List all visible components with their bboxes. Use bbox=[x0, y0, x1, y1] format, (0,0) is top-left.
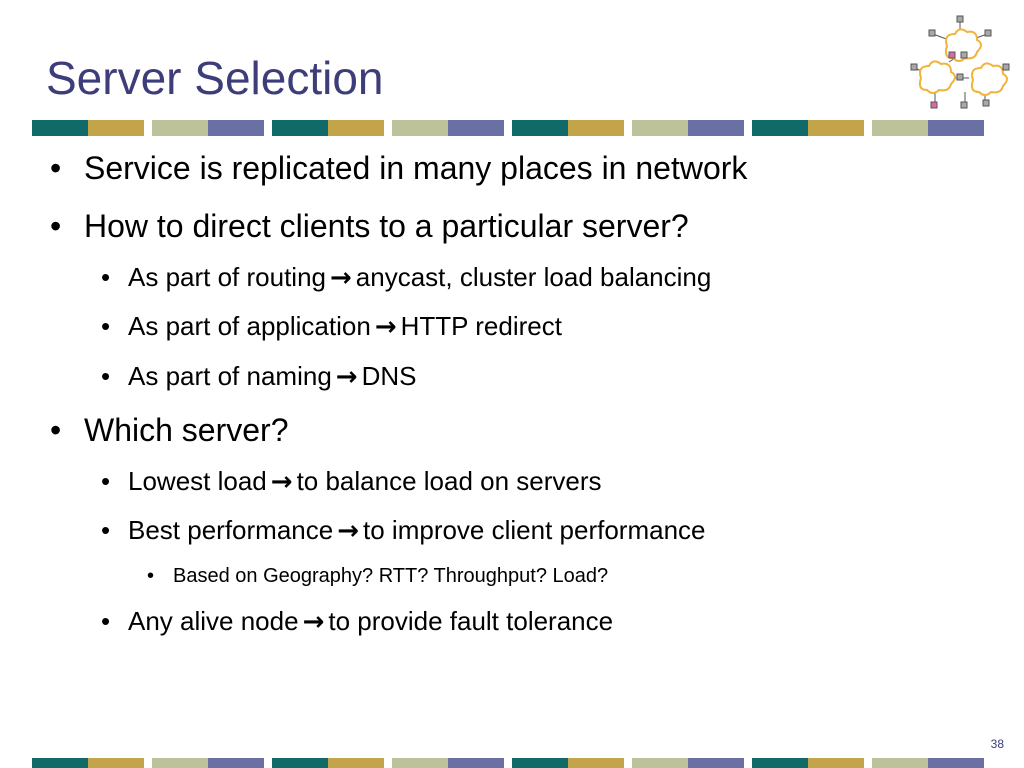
header-color-stripe bbox=[32, 120, 984, 136]
stripe-gap bbox=[864, 120, 872, 136]
bullet-dot: • bbox=[50, 208, 62, 244]
arrow-right-icon: → bbox=[374, 312, 397, 342]
bullet-text: As part of application bbox=[128, 311, 371, 341]
stripe-gap bbox=[384, 120, 392, 136]
stripe-segment bbox=[208, 758, 264, 768]
bullet-item: • How to direct clients to a particular … bbox=[50, 208, 689, 244]
bullet-text: Lowest load bbox=[128, 466, 267, 496]
stripe-segment bbox=[328, 120, 384, 136]
slide-title: Server Selection bbox=[46, 52, 384, 104]
bullet-text: anycast, cluster load balancing bbox=[355, 262, 712, 292]
stripe-segment bbox=[32, 120, 88, 136]
bullet-item: • Service is replicated in many places i… bbox=[50, 150, 747, 186]
bullet-text: to provide fault tolerance bbox=[328, 606, 614, 636]
stripe-gap bbox=[744, 120, 752, 136]
bullet-text: Best performance bbox=[128, 515, 334, 545]
bullet-text: Any alive node bbox=[128, 606, 299, 636]
stripe-segment bbox=[928, 758, 984, 768]
stripe-gap bbox=[624, 758, 632, 768]
sub-bullet-item: • Any alive node→to provide fault tolera… bbox=[101, 606, 613, 637]
bullet-dot: • bbox=[101, 262, 111, 292]
stripe-segment bbox=[688, 120, 744, 136]
bullet-text: As part of naming bbox=[128, 361, 332, 391]
stripe-segment bbox=[688, 758, 744, 768]
bullet-text: As part of routing bbox=[128, 262, 326, 292]
arrow-right-icon: → bbox=[302, 607, 325, 637]
page-number: 38 bbox=[990, 737, 1004, 751]
stripe-gap bbox=[384, 758, 392, 768]
stripe-gap bbox=[504, 120, 512, 136]
stripe-segment bbox=[152, 758, 208, 768]
stripe-gap bbox=[504, 758, 512, 768]
stripe-segment bbox=[808, 758, 864, 768]
stripe-segment bbox=[88, 120, 144, 136]
sub-bullet-item: • Lowest load→to balance load on servers bbox=[101, 466, 602, 497]
stripe-segment bbox=[872, 120, 928, 136]
stripe-segment bbox=[392, 758, 448, 768]
bullet-text: Service is replicated in many places in … bbox=[84, 150, 748, 186]
sub-sub-bullet-item: • Based on Geography? RTT? Throughput? L… bbox=[147, 564, 608, 588]
arrow-right-icon: → bbox=[335, 362, 358, 392]
bullet-item: • Which server? bbox=[50, 412, 289, 448]
sub-bullet-item: • As part of routing→anycast, cluster lo… bbox=[101, 262, 711, 293]
stripe-gap bbox=[264, 758, 272, 768]
bullet-dot: • bbox=[50, 412, 62, 448]
bullet-text: to balance load on servers bbox=[296, 466, 602, 496]
stripe-segment bbox=[928, 120, 984, 136]
arrow-right-icon: → bbox=[330, 263, 352, 293]
stripe-segment bbox=[208, 120, 264, 136]
bullet-dot: • bbox=[101, 606, 111, 636]
bullet-text: Based on Geography? RTT? Throughput? Loa… bbox=[173, 565, 609, 587]
stripe-segment bbox=[568, 758, 624, 768]
stripe-segment bbox=[32, 758, 88, 768]
bullet-dot: • bbox=[101, 311, 111, 341]
bullet-dot: • bbox=[50, 150, 62, 186]
stripe-segment bbox=[448, 120, 504, 136]
stripe-segment bbox=[512, 758, 568, 768]
bullet-dot: • bbox=[101, 361, 111, 391]
stripe-segment bbox=[632, 120, 688, 136]
stripe-segment bbox=[752, 758, 808, 768]
stripe-segment bbox=[272, 758, 328, 768]
stripe-segment bbox=[568, 120, 624, 136]
sub-bullet-item: • As part of application→HTTP redirect bbox=[101, 311, 562, 342]
arrow-right-icon: → bbox=[337, 516, 360, 546]
bullet-text: HTTP redirect bbox=[400, 311, 562, 341]
network-clouds-icon bbox=[910, 15, 1010, 109]
arrow-right-icon: → bbox=[270, 467, 293, 497]
stripe-gap bbox=[144, 120, 152, 136]
bullet-text: to improve client performance bbox=[363, 515, 706, 545]
cloud-left bbox=[918, 60, 956, 94]
bullet-dot: • bbox=[147, 565, 155, 587]
stripe-segment bbox=[328, 758, 384, 768]
footer-color-stripe bbox=[32, 758, 984, 768]
bullet-dot: • bbox=[101, 515, 111, 545]
stripe-segment bbox=[512, 120, 568, 136]
stripe-gap bbox=[864, 758, 872, 768]
bullet-text: How to direct clients to a particular se… bbox=[84, 208, 689, 244]
stripe-gap bbox=[144, 758, 152, 768]
bullet-text: DNS bbox=[361, 361, 417, 391]
stripe-segment bbox=[448, 758, 504, 768]
stripe-segment bbox=[272, 120, 328, 136]
stripe-segment bbox=[872, 758, 928, 768]
bullet-text: Which server? bbox=[84, 412, 289, 448]
sub-bullet-item: • As part of naming→DNS bbox=[101, 361, 416, 392]
stripe-segment bbox=[88, 758, 144, 768]
stripe-segment bbox=[152, 120, 208, 136]
stripe-segment bbox=[392, 120, 448, 136]
cloud-right bbox=[970, 62, 1008, 96]
stripe-segment bbox=[808, 120, 864, 136]
stripe-gap bbox=[624, 120, 632, 136]
stripe-gap bbox=[264, 120, 272, 136]
stripe-segment bbox=[632, 758, 688, 768]
bullet-dot: • bbox=[101, 466, 111, 496]
stripe-segment bbox=[752, 120, 808, 136]
stripe-gap bbox=[744, 758, 752, 768]
sub-bullet-item: • Best performance→to improve client per… bbox=[101, 515, 706, 546]
